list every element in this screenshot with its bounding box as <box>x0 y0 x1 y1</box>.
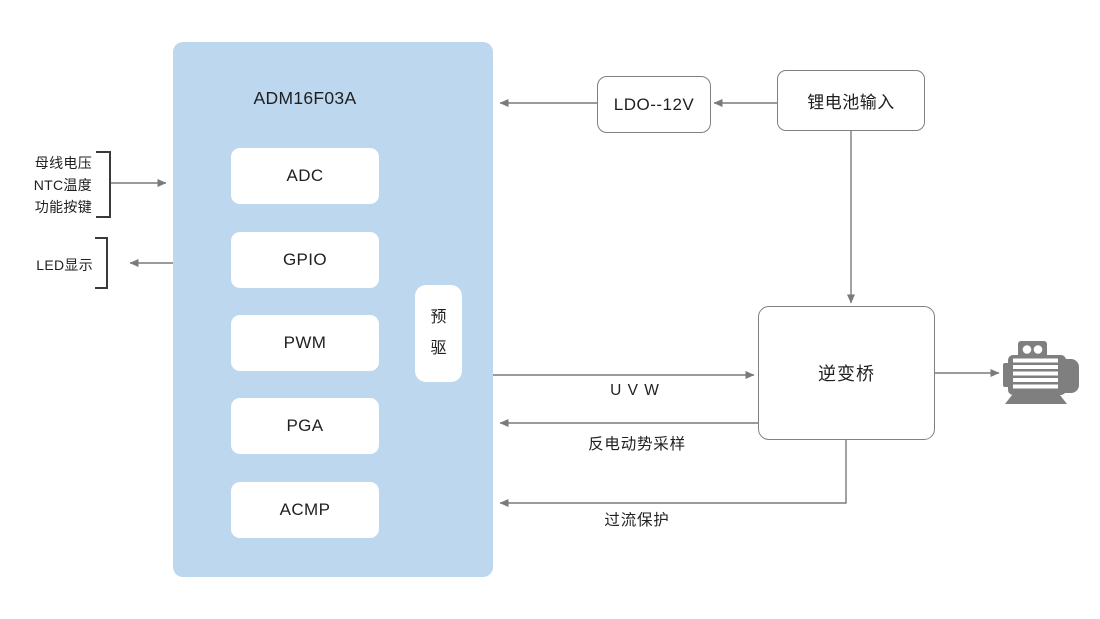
inverter-bridge-block: 逆变桥 <box>758 306 935 440</box>
module-pga: PGA <box>231 398 379 454</box>
function-key-label: 功能按键 <box>34 199 92 215</box>
ldo-block: LDO--12V <box>597 76 711 133</box>
battery-label: 锂电池输入 <box>807 93 895 112</box>
bracket-led <box>95 237 108 289</box>
chip-title: ADM16F03A <box>253 88 357 108</box>
back-emf-signal-label: 反电动势采样 <box>588 436 686 453</box>
module-gpio-label: GPIO <box>282 250 328 269</box>
bracket-bus-group <box>96 151 111 218</box>
module-adc: ADC <box>231 148 379 204</box>
battery-input-block: 锂电池输入 <box>777 70 925 131</box>
uvw-signal-label: U V W <box>610 382 660 399</box>
bus-input-labels: 母线电压 NTC温度 功能按键 <box>14 152 92 218</box>
overcurrent-signal-label: 过流保护 <box>604 512 670 529</box>
ldo-label: LDO--12V <box>613 94 695 114</box>
led-display-label: LED显示 <box>36 257 93 273</box>
predriver-block: 预驱 <box>415 285 462 382</box>
module-pwm-label: PWM <box>283 333 327 352</box>
module-gpio: GPIO <box>231 232 379 288</box>
inverter-label: 逆变桥 <box>818 364 875 384</box>
module-acmp-label: ACMP <box>279 500 331 519</box>
module-pga-label: PGA <box>286 416 324 435</box>
motor-icon <box>1003 341 1079 404</box>
chip-block: ADM16F03A ADC GPIO PWM PGA ACMP 预驱 <box>173 42 493 577</box>
ntc-temp-label: NTC温度 <box>33 177 92 193</box>
predriver-label: 预驱 <box>430 309 447 357</box>
module-acmp: ACMP <box>231 482 379 538</box>
module-pwm: PWM <box>231 315 379 371</box>
bus-voltage-label: 母线电压 <box>34 155 92 171</box>
module-adc-label: ADC <box>286 166 324 185</box>
